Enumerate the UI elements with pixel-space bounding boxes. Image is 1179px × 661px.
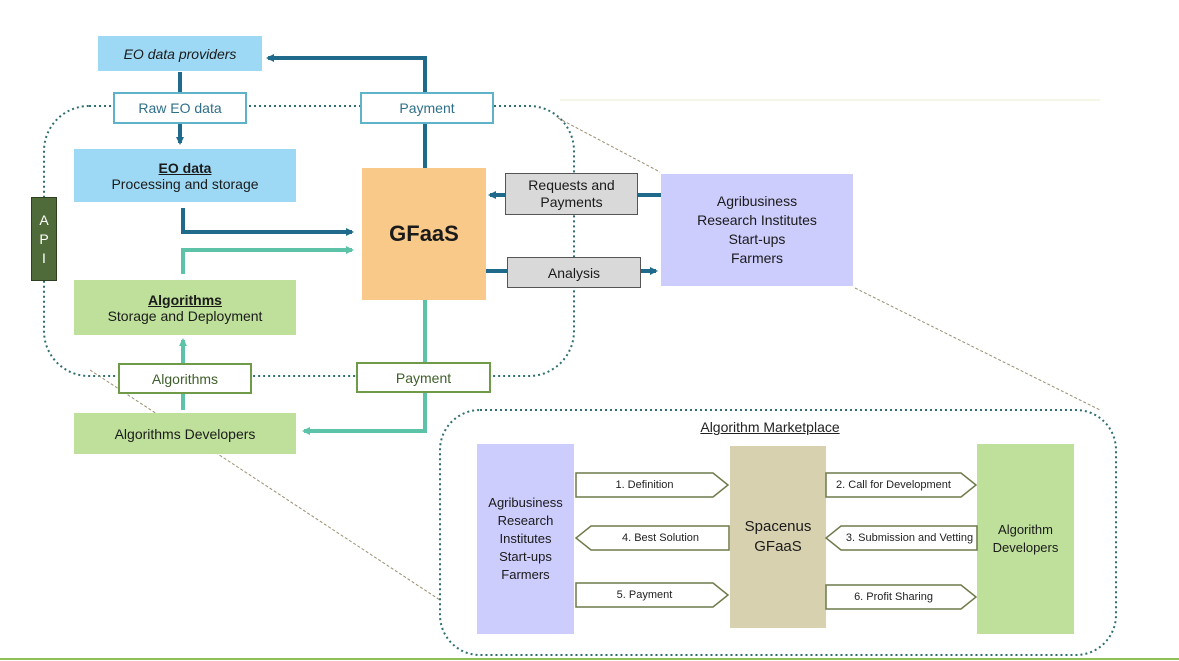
system-boundary <box>43 105 575 377</box>
step-submission-arrow: 3. Submission and Vetting <box>825 525 978 551</box>
eo-data-box: EO data Processing and storage <box>74 149 296 202</box>
analysis-box: Analysis <box>507 257 641 288</box>
gfaas-box: GFaaS <box>362 168 486 300</box>
mp-dev-algorithm: Algorithm <box>998 522 1053 537</box>
client-research: Research Institutes <box>697 212 817 228</box>
client-startups: Start-ups <box>728 231 786 247</box>
step-payment-arrow: 5. Payment <box>575 582 730 608</box>
mp-client-agribusiness: Agribusiness <box>488 495 563 510</box>
algorithms-sub: Storage and Deployment <box>107 307 263 324</box>
step-profit-sharing-arrow: 6. Profit Sharing <box>825 584 978 610</box>
api-letter-a: A <box>39 211 49 228</box>
arrow-payment-to-providers <box>266 54 427 168</box>
spacenus-label: Spacenus <box>744 518 812 535</box>
algorithm-developers-box: Algorithms Developers <box>74 413 296 454</box>
requests-line2: Payments <box>540 194 603 210</box>
payment-top-label: Payment <box>360 92 494 124</box>
clients-box: Agribusiness Research Institutes Start-u… <box>661 174 853 286</box>
marketplace-title: Algorithm Marketplace <box>700 419 840 435</box>
eo-providers-label: EO data providers <box>123 45 237 62</box>
analysis-label: Analysis <box>547 264 601 281</box>
step-profit-sharing-label: 6. Profit Sharing <box>854 591 933 603</box>
marketplace-clients-box: Agribusiness Research Institutes Start-u… <box>477 444 574 634</box>
zoom-line-left <box>89 369 441 601</box>
step-best-solution-label: 4. Best Solution <box>621 532 700 544</box>
api-box: A P I <box>31 197 57 281</box>
arrow-payment-to-dev <box>302 300 427 435</box>
mp-client-research: Research <box>497 513 554 528</box>
api-letter-i: I <box>42 249 46 266</box>
mp-dev-developers: Developers <box>992 540 1059 555</box>
eo-providers-box: EO data providers <box>98 36 262 71</box>
gfaas-label: GFaaS <box>389 221 459 246</box>
marketplace-boundary <box>439 409 1117 656</box>
mp-client-farmers: Farmers <box>501 567 550 582</box>
step-call-arrow: 2. Call for Development <box>825 472 978 498</box>
step-payment-label: 5. Payment <box>616 589 673 601</box>
step-definition-label: 1. Definition <box>615 479 674 491</box>
eo-data-title: EO data <box>158 159 212 176</box>
zoom-line-right <box>854 287 1101 411</box>
payment-bottom-label: Payment <box>356 362 491 393</box>
raw-eo-data-label: Raw EO data <box>113 92 247 124</box>
mp-client-startups: Start-ups <box>499 549 552 564</box>
step-definition-arrow: 1. Definition <box>575 472 730 498</box>
api-letter-p: P <box>39 230 49 247</box>
client-farmers: Farmers <box>730 250 784 266</box>
algorithms-title: Algorithms <box>148 291 222 308</box>
eo-data-sub: Processing and storage <box>111 175 259 192</box>
client-agribusiness: Agribusiness <box>716 193 798 209</box>
step-call-label: 2. Call for Development <box>836 479 951 491</box>
algorithms-label: Algorithms <box>118 363 252 394</box>
spacenus-gfaas-label: GFaaS <box>754 538 802 555</box>
requests-payments-box: Requests and Payments <box>505 173 638 215</box>
step-best-solution-arrow: 4. Best Solution <box>575 525 730 551</box>
arrow-eo-to-gfaas <box>181 208 354 236</box>
arrow-algo-to-gfaas <box>181 246 354 274</box>
algorithms-box: Algorithms Storage and Deployment <box>74 280 296 335</box>
requests-line1: Requests and <box>528 177 615 193</box>
zoom-line-top <box>557 117 661 173</box>
step-submission-label: 3. Submission and Vetting <box>845 532 974 544</box>
marketplace-developers-box: Algorithm Developers <box>977 444 1074 634</box>
spacenus-gfaas-box: Spacenus GFaaS <box>730 446 826 628</box>
mp-client-institutes: Institutes <box>499 531 552 546</box>
algorithm-developers-label: Algorithms Developers <box>114 425 256 442</box>
